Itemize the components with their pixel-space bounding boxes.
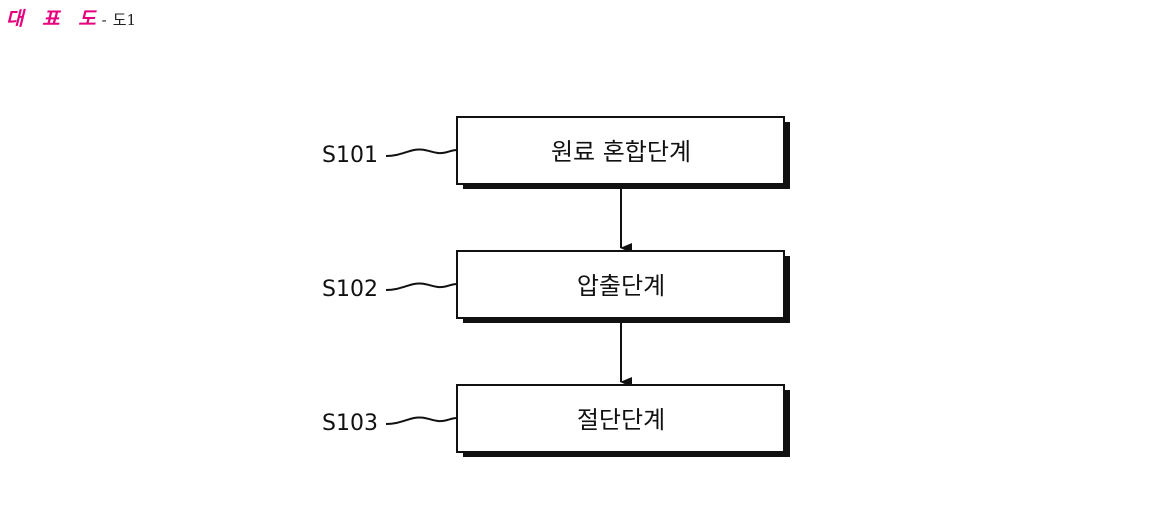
process-box-text: 압출단계 — [577, 272, 665, 300]
process-box-text: 원료 혼합단계 — [551, 138, 691, 166]
step-label: S101 — [322, 143, 378, 168]
leader-line — [386, 417, 457, 424]
process-box-text: 절단단계 — [577, 406, 665, 434]
step-label: S102 — [322, 277, 378, 302]
leader-line — [386, 149, 457, 156]
flow-step-s101: 원료 혼합단계 S101 — [322, 117, 790, 189]
flow-step-s102: 압출단계 S102 — [322, 251, 790, 323]
leader-line — [386, 283, 457, 290]
flow-step-s103: 절단단계 S103 — [322, 385, 790, 457]
step-label: S103 — [322, 411, 378, 436]
